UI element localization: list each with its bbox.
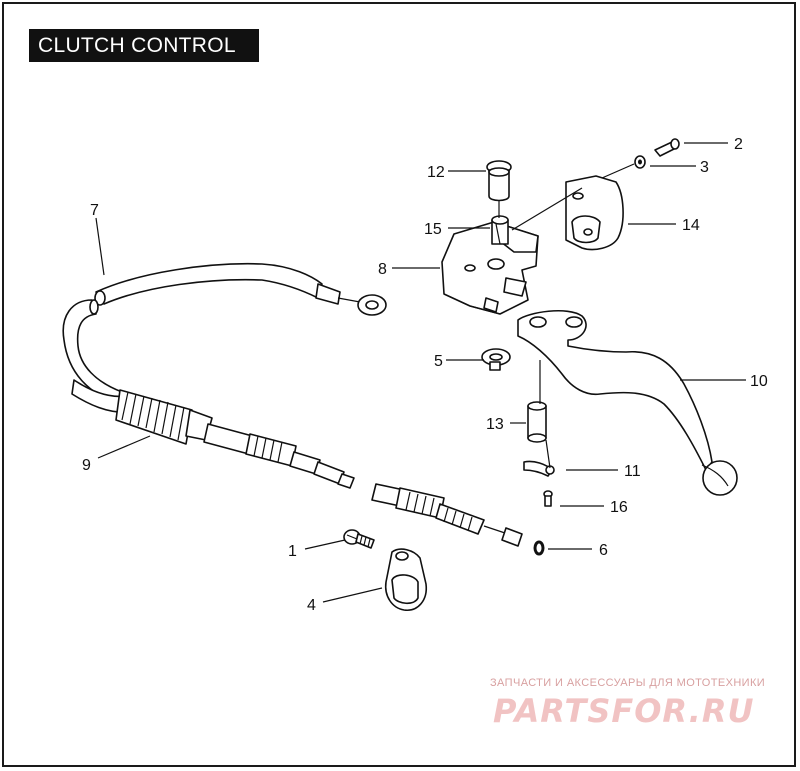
part-10-hand-lever [517,310,738,496]
part-9-lower-cable-end [371,483,523,547]
part-7-cable-sleeve [94,262,387,316]
callout-labels: 1 2 3 4 5 6 7 8 9 10 11 12 13 14 15 16 [82,136,768,614]
callout-9: 9 [82,457,91,474]
part-16-set-screw [543,490,553,507]
callout-11: 11 [624,463,641,480]
part-11-clip [523,460,555,477]
callout-3: 3 [700,159,709,176]
part-1-screw [343,529,375,549]
part-12-pivot-pin [486,160,512,202]
callout-15: 15 [424,221,442,238]
part-13-rod [527,401,547,443]
part-3-washer [634,155,646,169]
part-6-o-ring [533,540,545,556]
callout-1: 1 [288,543,297,560]
callout-10: 10 [750,373,768,390]
callout-5: 5 [434,353,443,370]
part-14-housing-cover [565,175,624,251]
callout-2: 2 [734,136,743,153]
watermark-tagline: ЗАПЧАСТИ И АКСЕССУАРЫ ДЛЯ МОТОТЕХНИКИ [490,677,766,689]
part-4-cable-clamp [384,548,428,611]
callout-14: 14 [682,217,700,234]
part-8-lever-bracket [441,221,539,315]
callout-4: 4 [307,597,316,614]
assembly-guide-lines [498,163,635,469]
part-15-bushing [491,215,509,245]
callout-16: 16 [610,499,628,516]
leader-lines [95,142,746,603]
part-2-screw [654,138,680,157]
callout-6: 6 [599,542,608,559]
part-5-retaining-clip [481,348,511,371]
callout-7: 7 [90,202,99,219]
watermark-logo: PARTSFOR.RU [493,692,755,730]
callout-8: 8 [378,261,387,278]
diagram-title: CLUTCH CONTROL [29,29,259,62]
callout-13: 13 [486,416,504,433]
callout-12: 12 [427,164,445,181]
part-9-clutch-cable [62,299,355,489]
